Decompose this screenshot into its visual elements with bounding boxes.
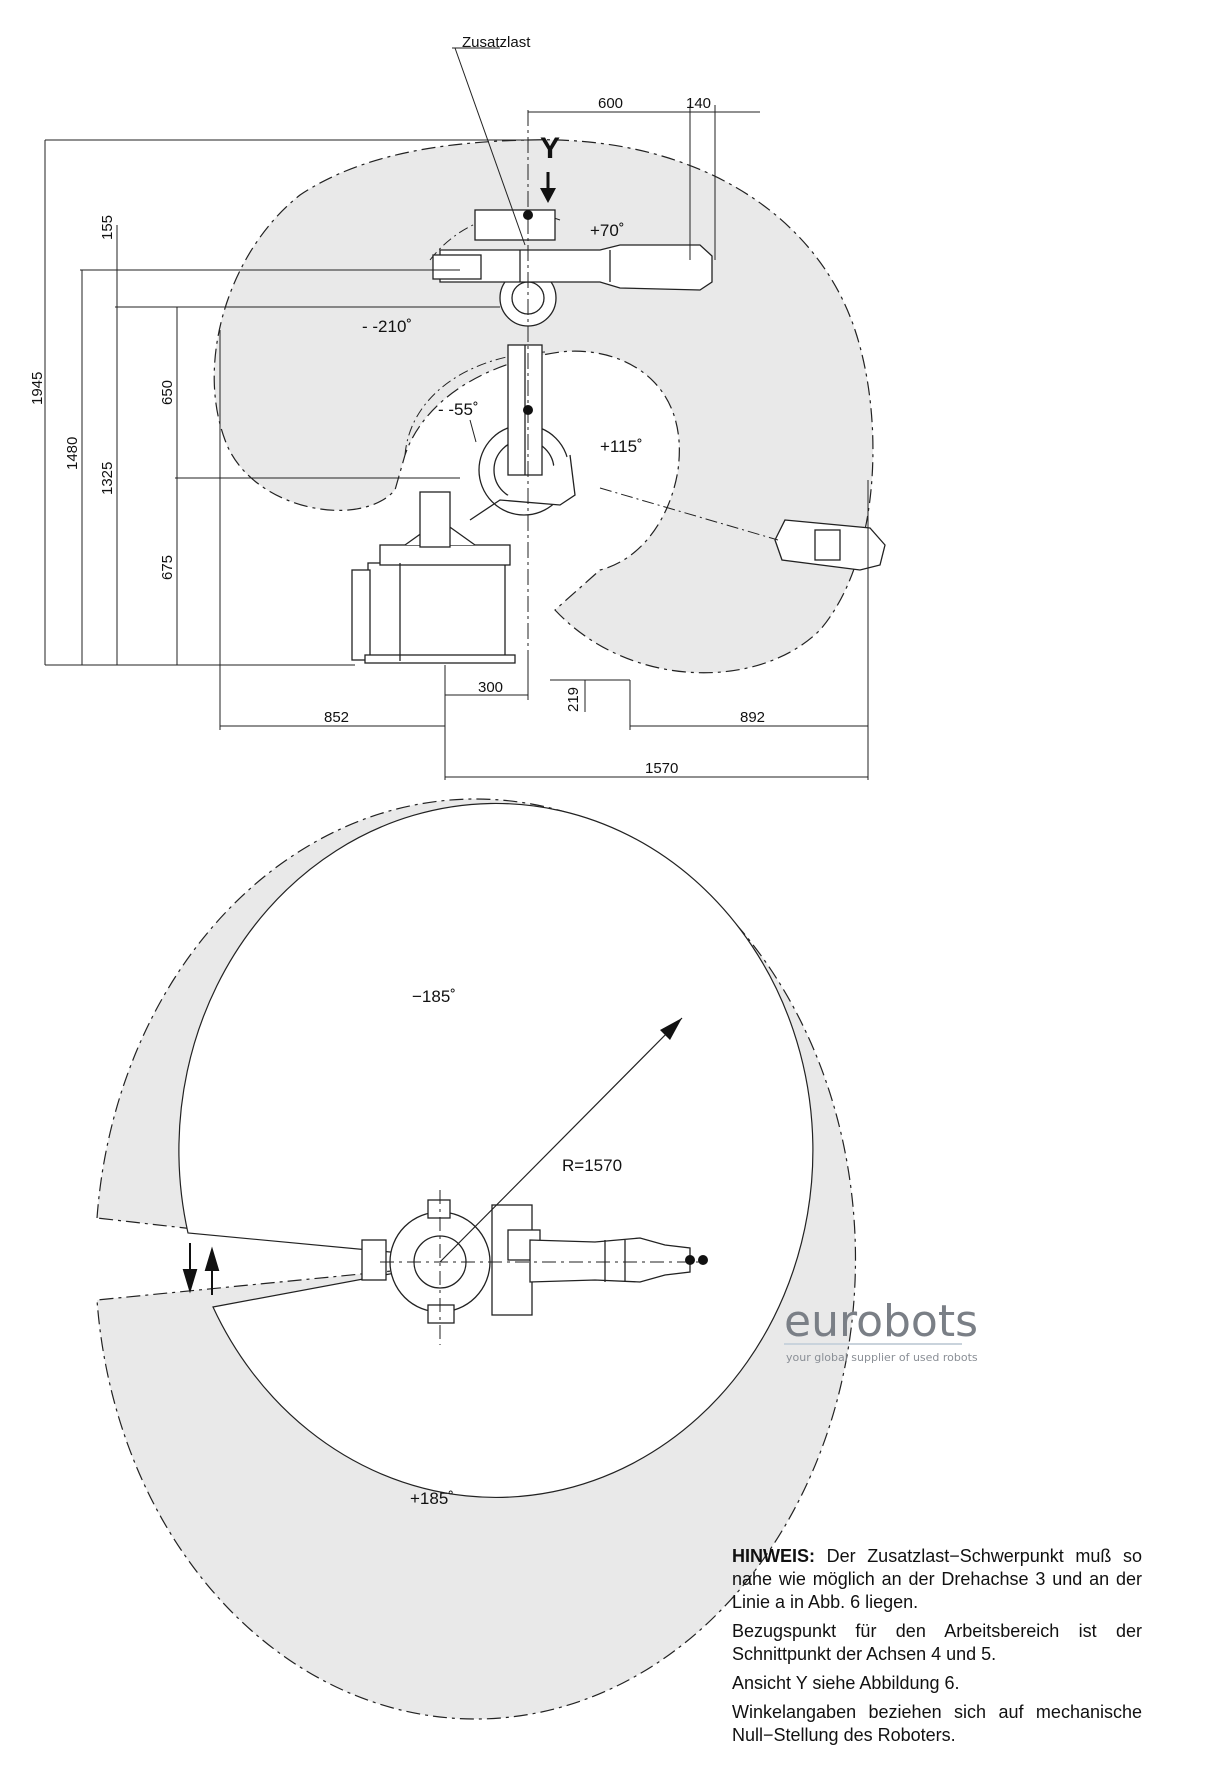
robot-tool-alt-pose: [599, 487, 886, 571]
note-paragraph-1: HINWEIS: Der Zusatzlast−Schwerpunkt muß …: [732, 1545, 1142, 1614]
brand-tagline: your global supplier of used robots: [786, 1351, 978, 1364]
left-dimension-lines: [44, 139, 528, 666]
dim-852: 852: [324, 709, 349, 726]
radius-line: [439, 1017, 683, 1263]
tool-point-dot-1: [685, 1255, 695, 1265]
note-paragraph-2: Bezugspunkt für den Arbeitsbereich ist d…: [732, 1621, 1142, 1664]
tool-point-dot-2: [698, 1255, 708, 1265]
dim-219: 219: [565, 687, 582, 712]
angle-a3-minus: - -210˚: [362, 317, 412, 336]
load-label: Zusatzlast: [462, 34, 531, 51]
robot-base: [351, 491, 516, 664]
dim-892: 892: [740, 709, 765, 726]
radius-arrowhead: [660, 1018, 682, 1040]
view-y-label: Y: [540, 132, 560, 165]
angle-a2-minus: - -55˚: [438, 400, 479, 419]
angle-a3-plus: +70˚: [590, 221, 625, 240]
dim-1570: 1570: [645, 760, 678, 777]
dim-1945: 1945: [29, 372, 46, 405]
angle-minus-185: −185˚: [412, 987, 456, 1006]
load-reference-dot: [523, 210, 533, 220]
dim-300: 300: [478, 679, 503, 696]
note-lead: HINWEIS:: [732, 1546, 815, 1566]
radius-label: R=1570: [562, 1156, 622, 1175]
note-paragraph-4: Winkelangaben beziehen sich auf mechanis…: [732, 1702, 1142, 1745]
eurobots-logo: eurobots your global supplier of used ro…: [784, 1296, 978, 1364]
note-text-1: Der Zusatzlast−Schwerpunkt muß so nahe w…: [732, 1546, 1142, 1612]
dim-650: 650: [159, 380, 176, 405]
a2-minus-arrow: [469, 419, 477, 443]
dim-155: 155: [99, 215, 116, 240]
bottom-dimension-lines: [219, 330, 869, 780]
dim-1480: 1480: [64, 437, 81, 470]
hinweis-note: HINWEIS: Der Zusatzlast−Schwerpunkt muß …: [732, 1545, 1142, 1753]
dim-140: 140: [686, 95, 711, 112]
dim-1325: 1325: [99, 462, 116, 495]
dim-675: 675: [159, 555, 176, 580]
dim-600: 600: [598, 95, 623, 112]
side-view: Y Zusatzlast 600 140 1945 1480 1325: [29, 34, 886, 780]
top-dimension-lines: [528, 105, 760, 260]
angle-a2-plus: +115˚: [600, 437, 643, 456]
axis2-reference-dot: [523, 405, 533, 415]
brand-name: eurobots: [784, 1296, 978, 1347]
top-view: R=1570 −185˚ +185˚: [96, 798, 857, 1720]
rotation-limit-arrows: [182, 1243, 220, 1295]
robot-upper-arm: [432, 209, 713, 291]
work-envelope-top-inner: [178, 802, 814, 1499]
view-y-arrow: [540, 172, 556, 203]
note-paragraph-3: Ansicht Y siehe Abbildung 6.: [732, 1673, 960, 1693]
load-leader-line: [454, 47, 526, 246]
angle-plus-185: +185˚: [410, 1489, 454, 1508]
